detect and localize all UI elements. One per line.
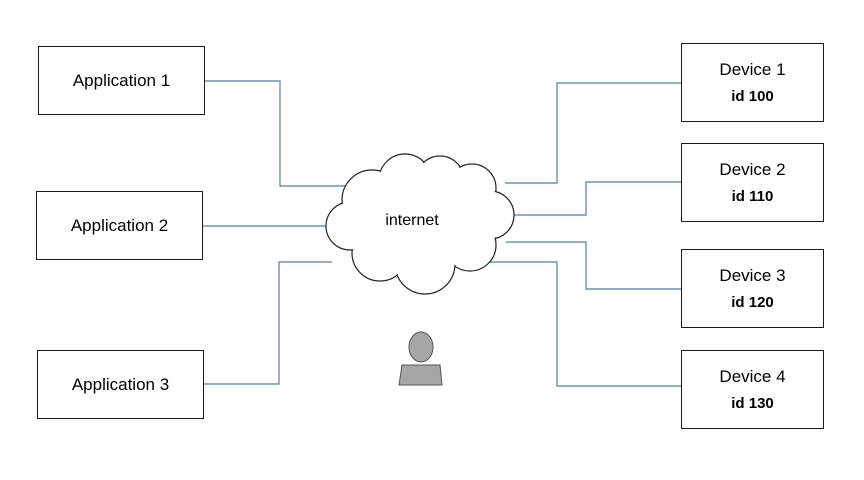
internet-label: internet xyxy=(385,212,439,229)
connector-application-3 xyxy=(204,261,332,385)
device-2-id: id 110 xyxy=(731,187,774,205)
connector-device-2 xyxy=(512,181,681,216)
connector-device-3 xyxy=(506,241,681,290)
device-4-label: Device 4 xyxy=(719,366,786,386)
person-icon xyxy=(398,331,443,386)
device-3-label: Device 3 xyxy=(719,265,786,285)
device-3-id: id 120 xyxy=(731,293,774,311)
cloud-icon xyxy=(325,153,515,295)
application-2-label: Application 2 xyxy=(70,215,169,235)
application-3-box: Application 3 xyxy=(37,350,204,419)
device-3-box: Device 3 id 120 xyxy=(681,249,824,328)
device-1-id: id 100 xyxy=(731,87,774,105)
connector-device-1 xyxy=(505,82,681,184)
connector-application-1 xyxy=(205,80,345,187)
application-1-label: Application 1 xyxy=(72,70,171,90)
device-1-label: Device 1 xyxy=(719,59,786,79)
application-2-box: Application 2 xyxy=(36,191,203,260)
device-1-box: Device 1 id 100 xyxy=(681,43,824,122)
device-2-box: Device 2 id 110 xyxy=(681,143,824,222)
device-2-label: Device 2 xyxy=(719,159,786,179)
application-3-label: Application 3 xyxy=(71,374,170,394)
connector-device-4 xyxy=(488,261,681,387)
device-4-id: id 130 xyxy=(731,394,774,412)
device-4-box: Device 4 id 130 xyxy=(681,350,824,429)
application-1-box: Application 1 xyxy=(38,46,205,115)
